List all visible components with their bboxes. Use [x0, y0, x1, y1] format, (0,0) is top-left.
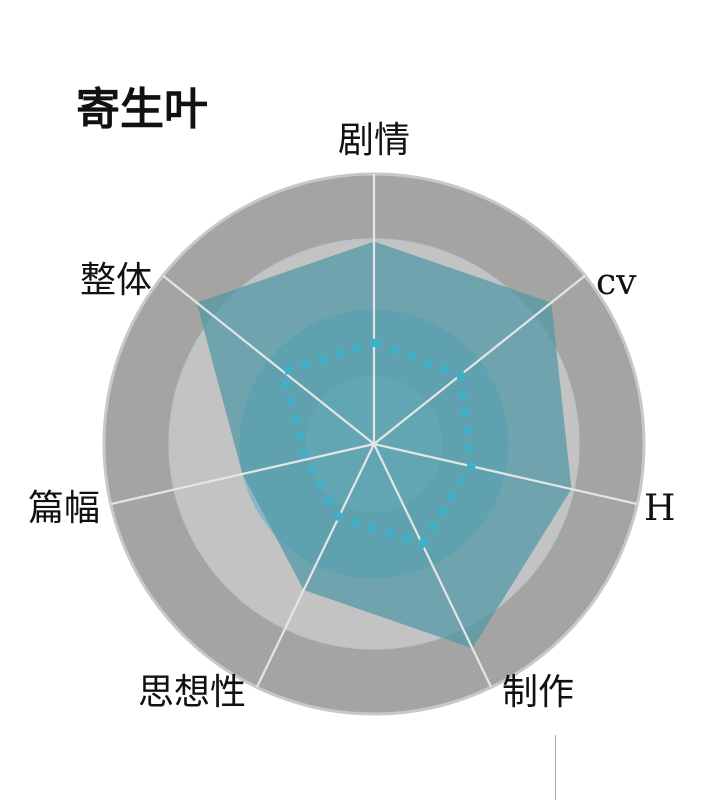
axis-line: [110, 442, 375, 506]
chart-title: 寄生叶: [76, 84, 208, 135]
axis-label: 篇幅: [28, 488, 100, 529]
axis-label: 整体: [80, 260, 152, 301]
axis-line: [162, 274, 375, 445]
axis-label: 剧情: [338, 120, 410, 161]
axis-line: [373, 443, 493, 688]
divider-line: [555, 735, 556, 800]
axis-label: 思想性: [138, 672, 246, 713]
axis-label: 制作: [502, 672, 574, 713]
axis-line: [373, 442, 638, 506]
axis-line: [373, 274, 586, 445]
series-polygon-reference: [278, 338, 476, 549]
axis-label: cv: [596, 262, 637, 303]
axis-line: [255, 443, 375, 688]
series-polygon-score: [196, 241, 572, 649]
axis-label: H: [644, 488, 675, 529]
